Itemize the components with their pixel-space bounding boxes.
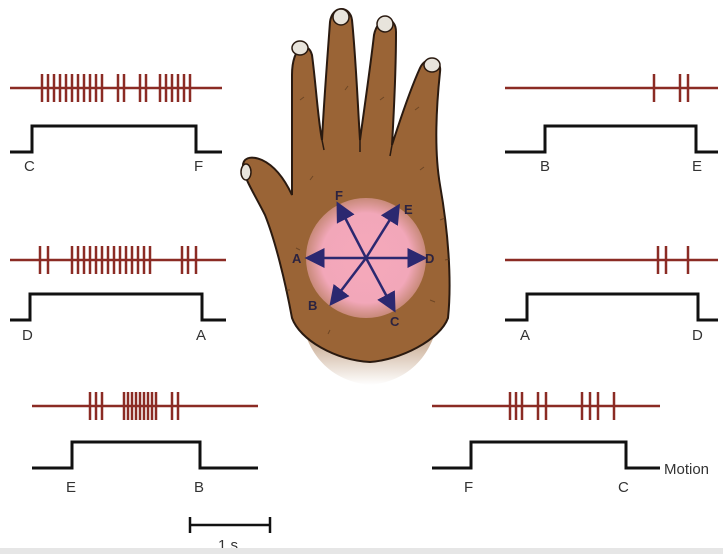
direction-label-a: A [292, 251, 302, 266]
panel-ad: A D [505, 246, 718, 344]
stimulus-step [505, 294, 718, 320]
direction-label-b: B [308, 298, 317, 313]
stimulus-step [10, 294, 226, 320]
panel-da: D A [10, 246, 226, 344]
direction-label-d: D [425, 251, 434, 266]
direction-label-c: C [390, 314, 400, 329]
start-label: B [540, 158, 550, 175]
direction-label-e: E [404, 202, 413, 217]
panel-eb: E B [32, 392, 258, 496]
end-label: E [692, 158, 702, 175]
stimulus-step [432, 442, 660, 468]
end-label: F [194, 158, 203, 175]
end-label: C [618, 479, 629, 496]
panel-cf: C F [10, 74, 222, 175]
panel-fc: F C Motion [432, 392, 709, 496]
start-label: C [24, 158, 35, 175]
end-label: A [196, 327, 206, 344]
end-label: D [692, 327, 703, 344]
start-label: D [22, 327, 33, 344]
start-label: E [66, 479, 76, 496]
start-label: A [520, 327, 530, 344]
bottom-border [0, 548, 723, 554]
start-label: F [464, 479, 473, 496]
motion-label: Motion [664, 461, 709, 478]
end-label: B [194, 479, 204, 496]
stimulus-step [10, 126, 222, 152]
panel-be: B E [505, 74, 718, 175]
stimulus-step [505, 126, 718, 152]
direction-label-f: F [335, 188, 343, 203]
monkey-hand-icon: A B C D E F [241, 9, 450, 385]
stimulus-step [32, 442, 258, 468]
